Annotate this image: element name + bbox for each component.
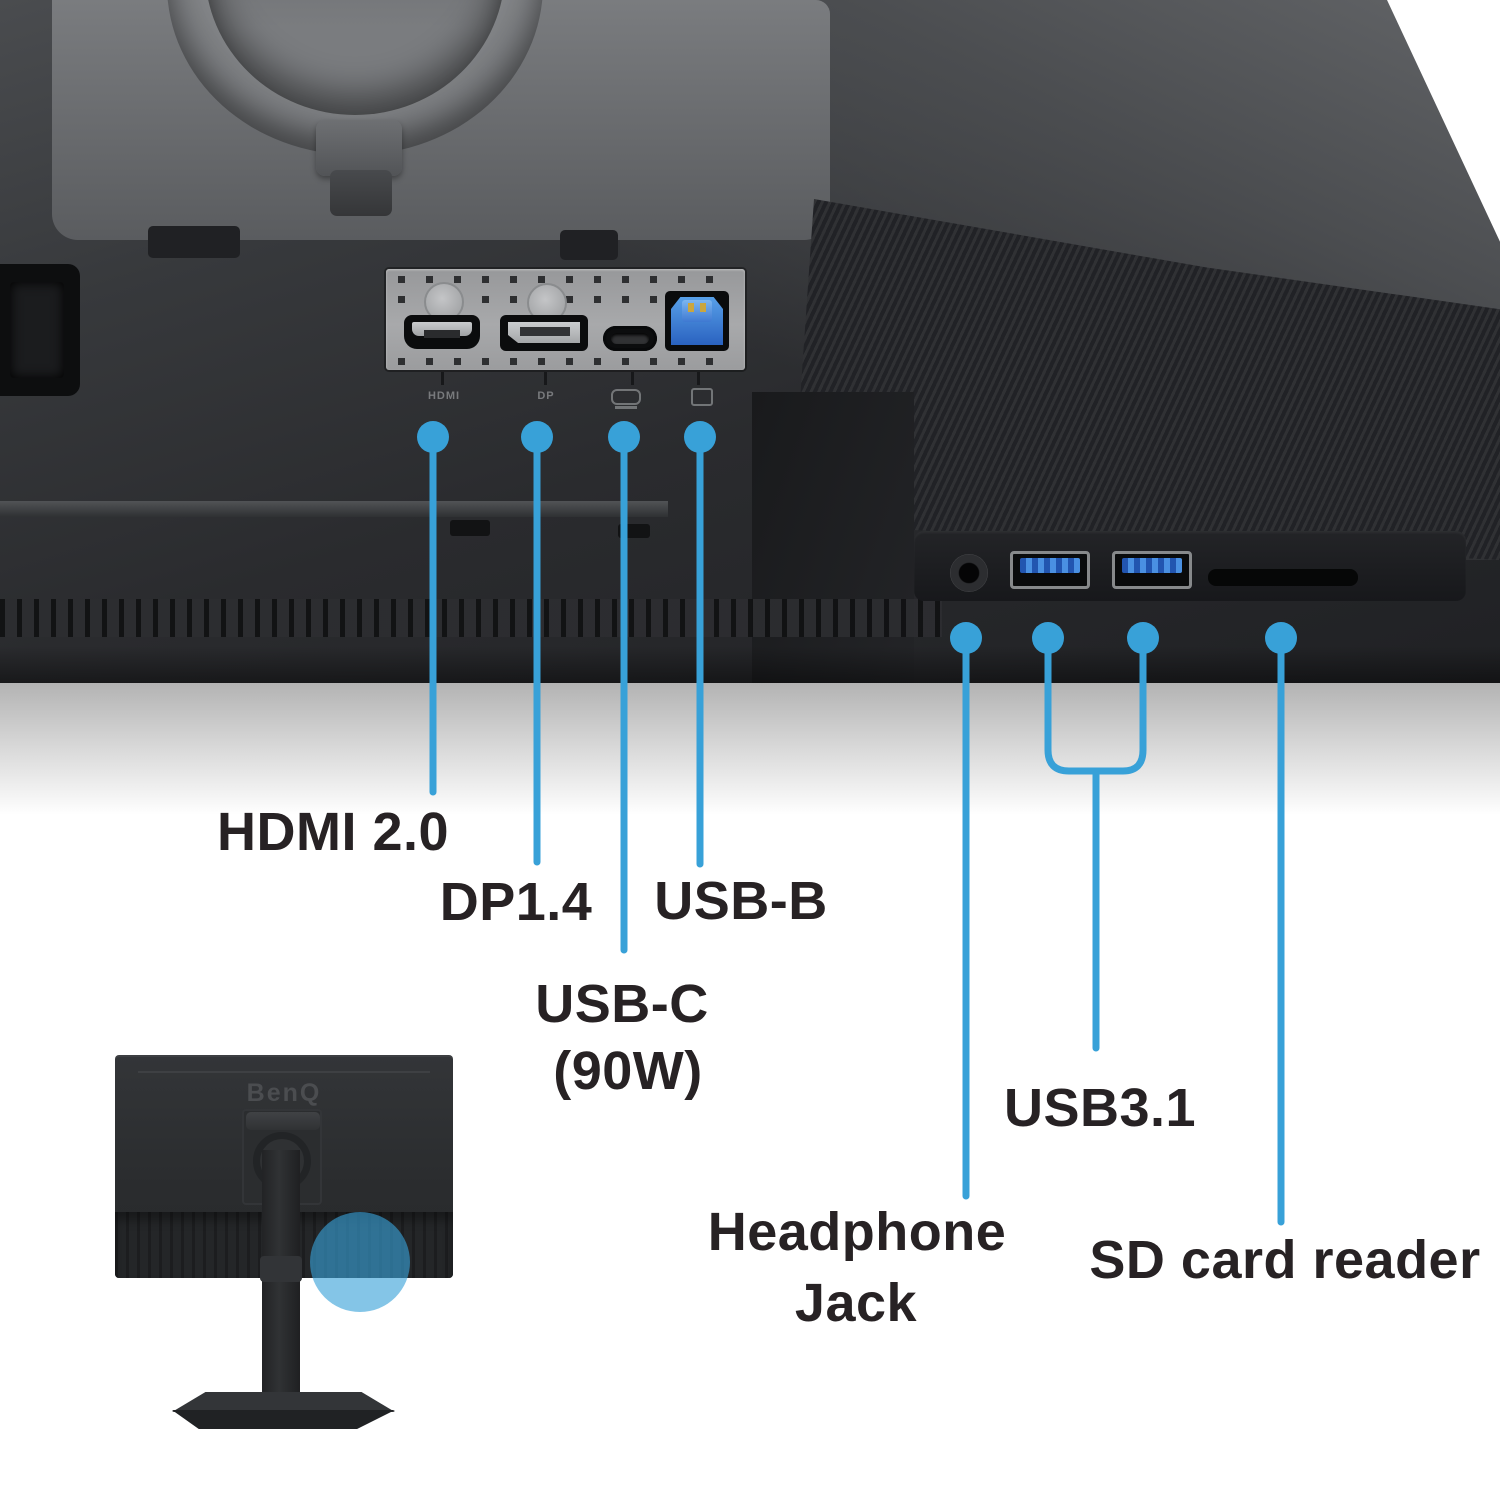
displayport-pins bbox=[520, 327, 570, 336]
callout-label-sd-card-reader: SD card reader bbox=[1089, 1230, 1481, 1290]
speaker-grille bbox=[0, 599, 942, 637]
callout-label-usb-c: USB-C bbox=[535, 974, 709, 1034]
vent-slot bbox=[618, 524, 650, 538]
thumbnail-stand-base-top bbox=[172, 1392, 395, 1412]
perforation-row bbox=[398, 276, 734, 283]
callout-label-usb-b: USB-B bbox=[654, 871, 828, 931]
callout-label-headphone: Headphone bbox=[707, 1202, 1007, 1262]
benq-logo: BenQ bbox=[246, 1079, 322, 1107]
photo-drop-shadow bbox=[0, 683, 1500, 848]
usb-a-port-1 bbox=[1010, 551, 1090, 589]
stand-arm-cavity bbox=[752, 392, 914, 683]
callout-label-usb31: USB3.1 bbox=[1003, 1078, 1197, 1138]
bezel-seam bbox=[0, 501, 668, 517]
usb-a-port-2 bbox=[1112, 551, 1192, 589]
panel-clip bbox=[560, 230, 618, 260]
dp-port-sub-label: DP bbox=[537, 390, 555, 402]
headphone-jack-port bbox=[950, 554, 988, 592]
usb-a-port-tongue bbox=[1122, 558, 1182, 573]
thumbnail-release-handle bbox=[246, 1112, 320, 1130]
callout-label-hdmi: HDMI 2.0 bbox=[216, 802, 450, 862]
hdmi-port-sub-label: HDMI bbox=[427, 390, 461, 402]
usb-a-port-tongue bbox=[1020, 558, 1080, 573]
callout-label-usb-c-wattage: (90W) bbox=[553, 1041, 703, 1101]
sd-card-slot bbox=[1208, 569, 1358, 586]
monitor-underside-photo: HDMI DP bbox=[0, 0, 1500, 683]
thumbnail-stand-base-front bbox=[172, 1410, 395, 1429]
usb-b-port-icon bbox=[691, 388, 713, 406]
port-tick-mark bbox=[544, 372, 547, 385]
port-tick-mark bbox=[441, 372, 444, 385]
usb-b-port-tab bbox=[682, 300, 712, 322]
photo-bottom-edge bbox=[0, 646, 1500, 683]
hdmi-port-pins bbox=[424, 330, 460, 338]
io-highlight-circle bbox=[310, 1212, 410, 1312]
callout-label-dp: DP1.4 bbox=[439, 872, 593, 932]
callout-label-headphone-jack: Jack bbox=[794, 1273, 918, 1333]
usb-b-port-pin bbox=[688, 303, 694, 312]
usb-c-port-icon bbox=[611, 389, 641, 405]
quick-release-latch bbox=[316, 120, 402, 176]
usb-c-port-icon-bar bbox=[615, 406, 637, 409]
vent-slot bbox=[450, 520, 490, 536]
usb-b-port-pin bbox=[700, 303, 706, 312]
thumbnail-cable-clamp bbox=[260, 1256, 302, 1282]
quick-release-latch-tab bbox=[330, 170, 392, 216]
usb-c-port-contact bbox=[611, 333, 649, 344]
port-tick-mark bbox=[631, 372, 634, 385]
thumbnail-stand-column bbox=[262, 1150, 300, 1416]
perforation-row bbox=[398, 358, 734, 365]
thumbnail-body-seam bbox=[138, 1071, 430, 1073]
port-tick-mark bbox=[697, 372, 700, 385]
panel-clip bbox=[148, 226, 240, 258]
ac-power-inlet-socket bbox=[10, 282, 64, 378]
